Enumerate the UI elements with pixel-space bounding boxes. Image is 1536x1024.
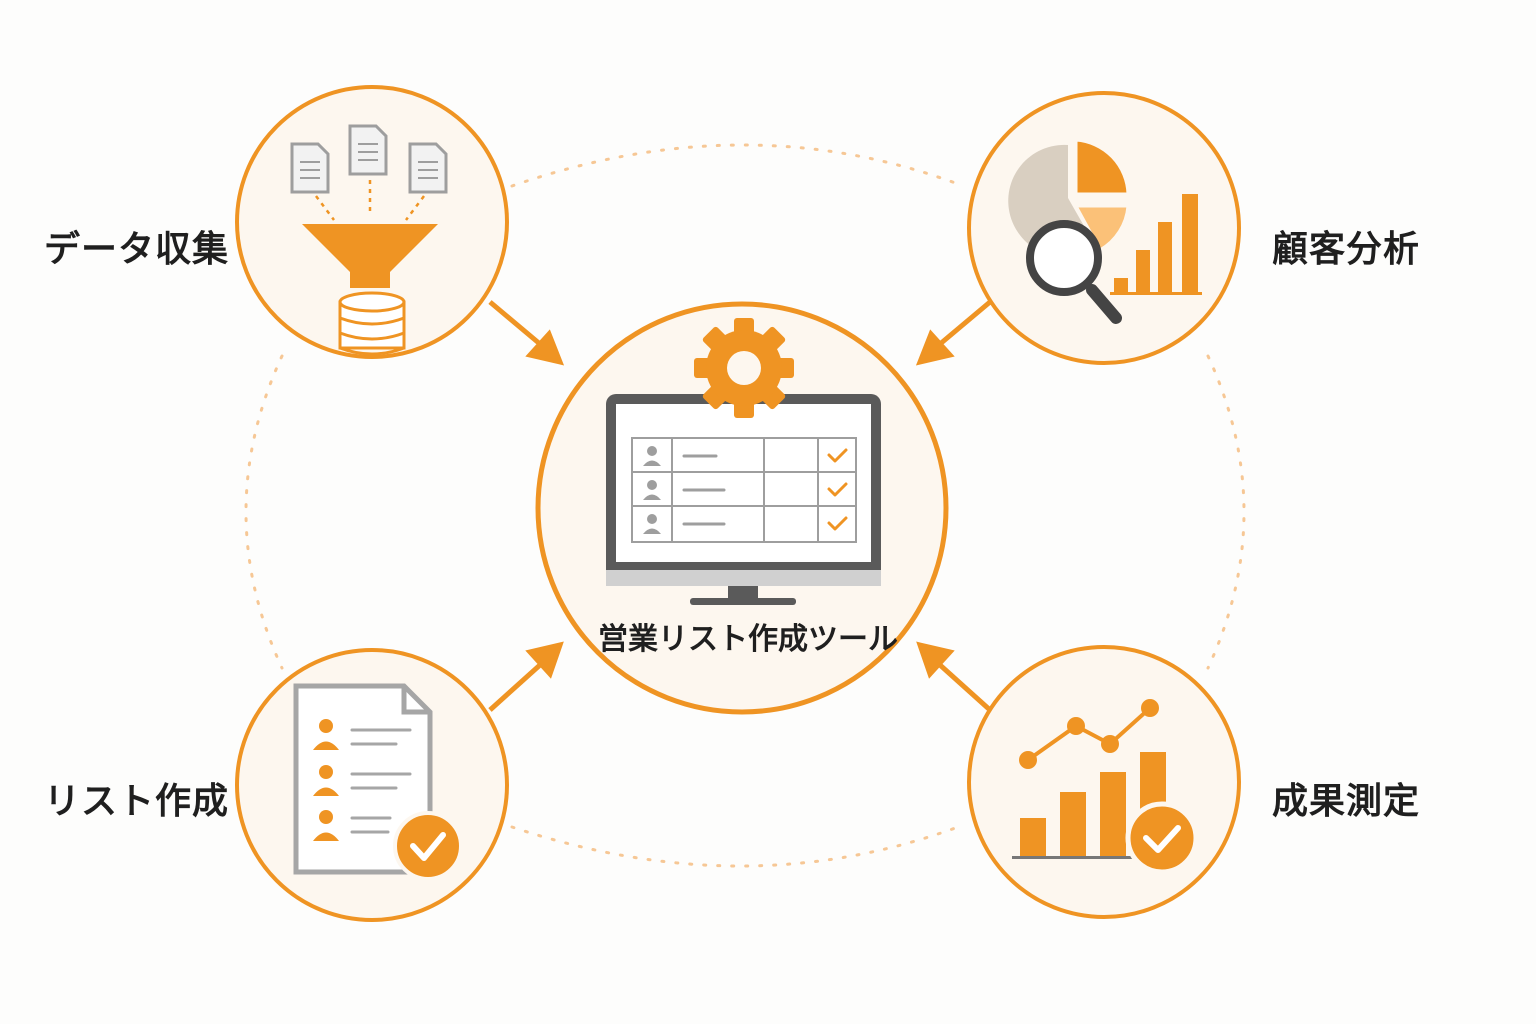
row-lines <box>682 454 726 526</box>
arrow-data-to-center <box>488 300 542 346</box>
bar-chart-icon <box>1110 194 1202 295</box>
person-icons <box>313 719 339 841</box>
check-badge-icon <box>1125 801 1199 875</box>
list-lines <box>350 728 412 834</box>
gear-icon <box>694 318 794 418</box>
label-data-collection: データ収集 <box>44 229 230 270</box>
list-creation-node <box>235 648 509 922</box>
dotted-cycle-ring <box>244 143 1246 868</box>
funnel-icon <box>302 224 438 288</box>
magnifier-icon <box>1026 220 1122 324</box>
dashed-flow-lines <box>315 180 425 221</box>
result-measurement-node <box>967 645 1241 919</box>
label-customer-analysis: 顧客分析 <box>1272 229 1421 270</box>
arrow-measure-to-center <box>938 663 992 712</box>
trend-line-icon <box>1019 699 1159 769</box>
arrow-customer-to-center <box>938 300 992 346</box>
document-icon <box>293 683 433 875</box>
database-icon <box>338 291 406 356</box>
arrow-list-to-center-head <box>525 641 564 679</box>
monitor-icon <box>606 394 881 605</box>
check-badge-icon <box>393 811 463 881</box>
arrow-data-to-center-head <box>525 329 565 366</box>
flow-arrows <box>488 300 992 712</box>
label-result-measurement: 成果測定 <box>1272 781 1421 822</box>
data-collection-node <box>235 85 509 359</box>
person-icons <box>643 446 661 534</box>
arrow-measure-to-center-head <box>916 641 955 679</box>
arrow-list-to-center <box>488 663 542 712</box>
arrow-customer-to-center-head <box>915 329 955 366</box>
table-icon <box>631 437 857 543</box>
center-node <box>535 301 949 715</box>
document-icons <box>290 124 448 194</box>
customer-analysis-node <box>967 91 1241 365</box>
label-center-tool: 営業リスト作成ツール <box>598 622 898 657</box>
check-marks <box>827 448 848 531</box>
label-list-creation: リスト作成 <box>44 781 230 822</box>
